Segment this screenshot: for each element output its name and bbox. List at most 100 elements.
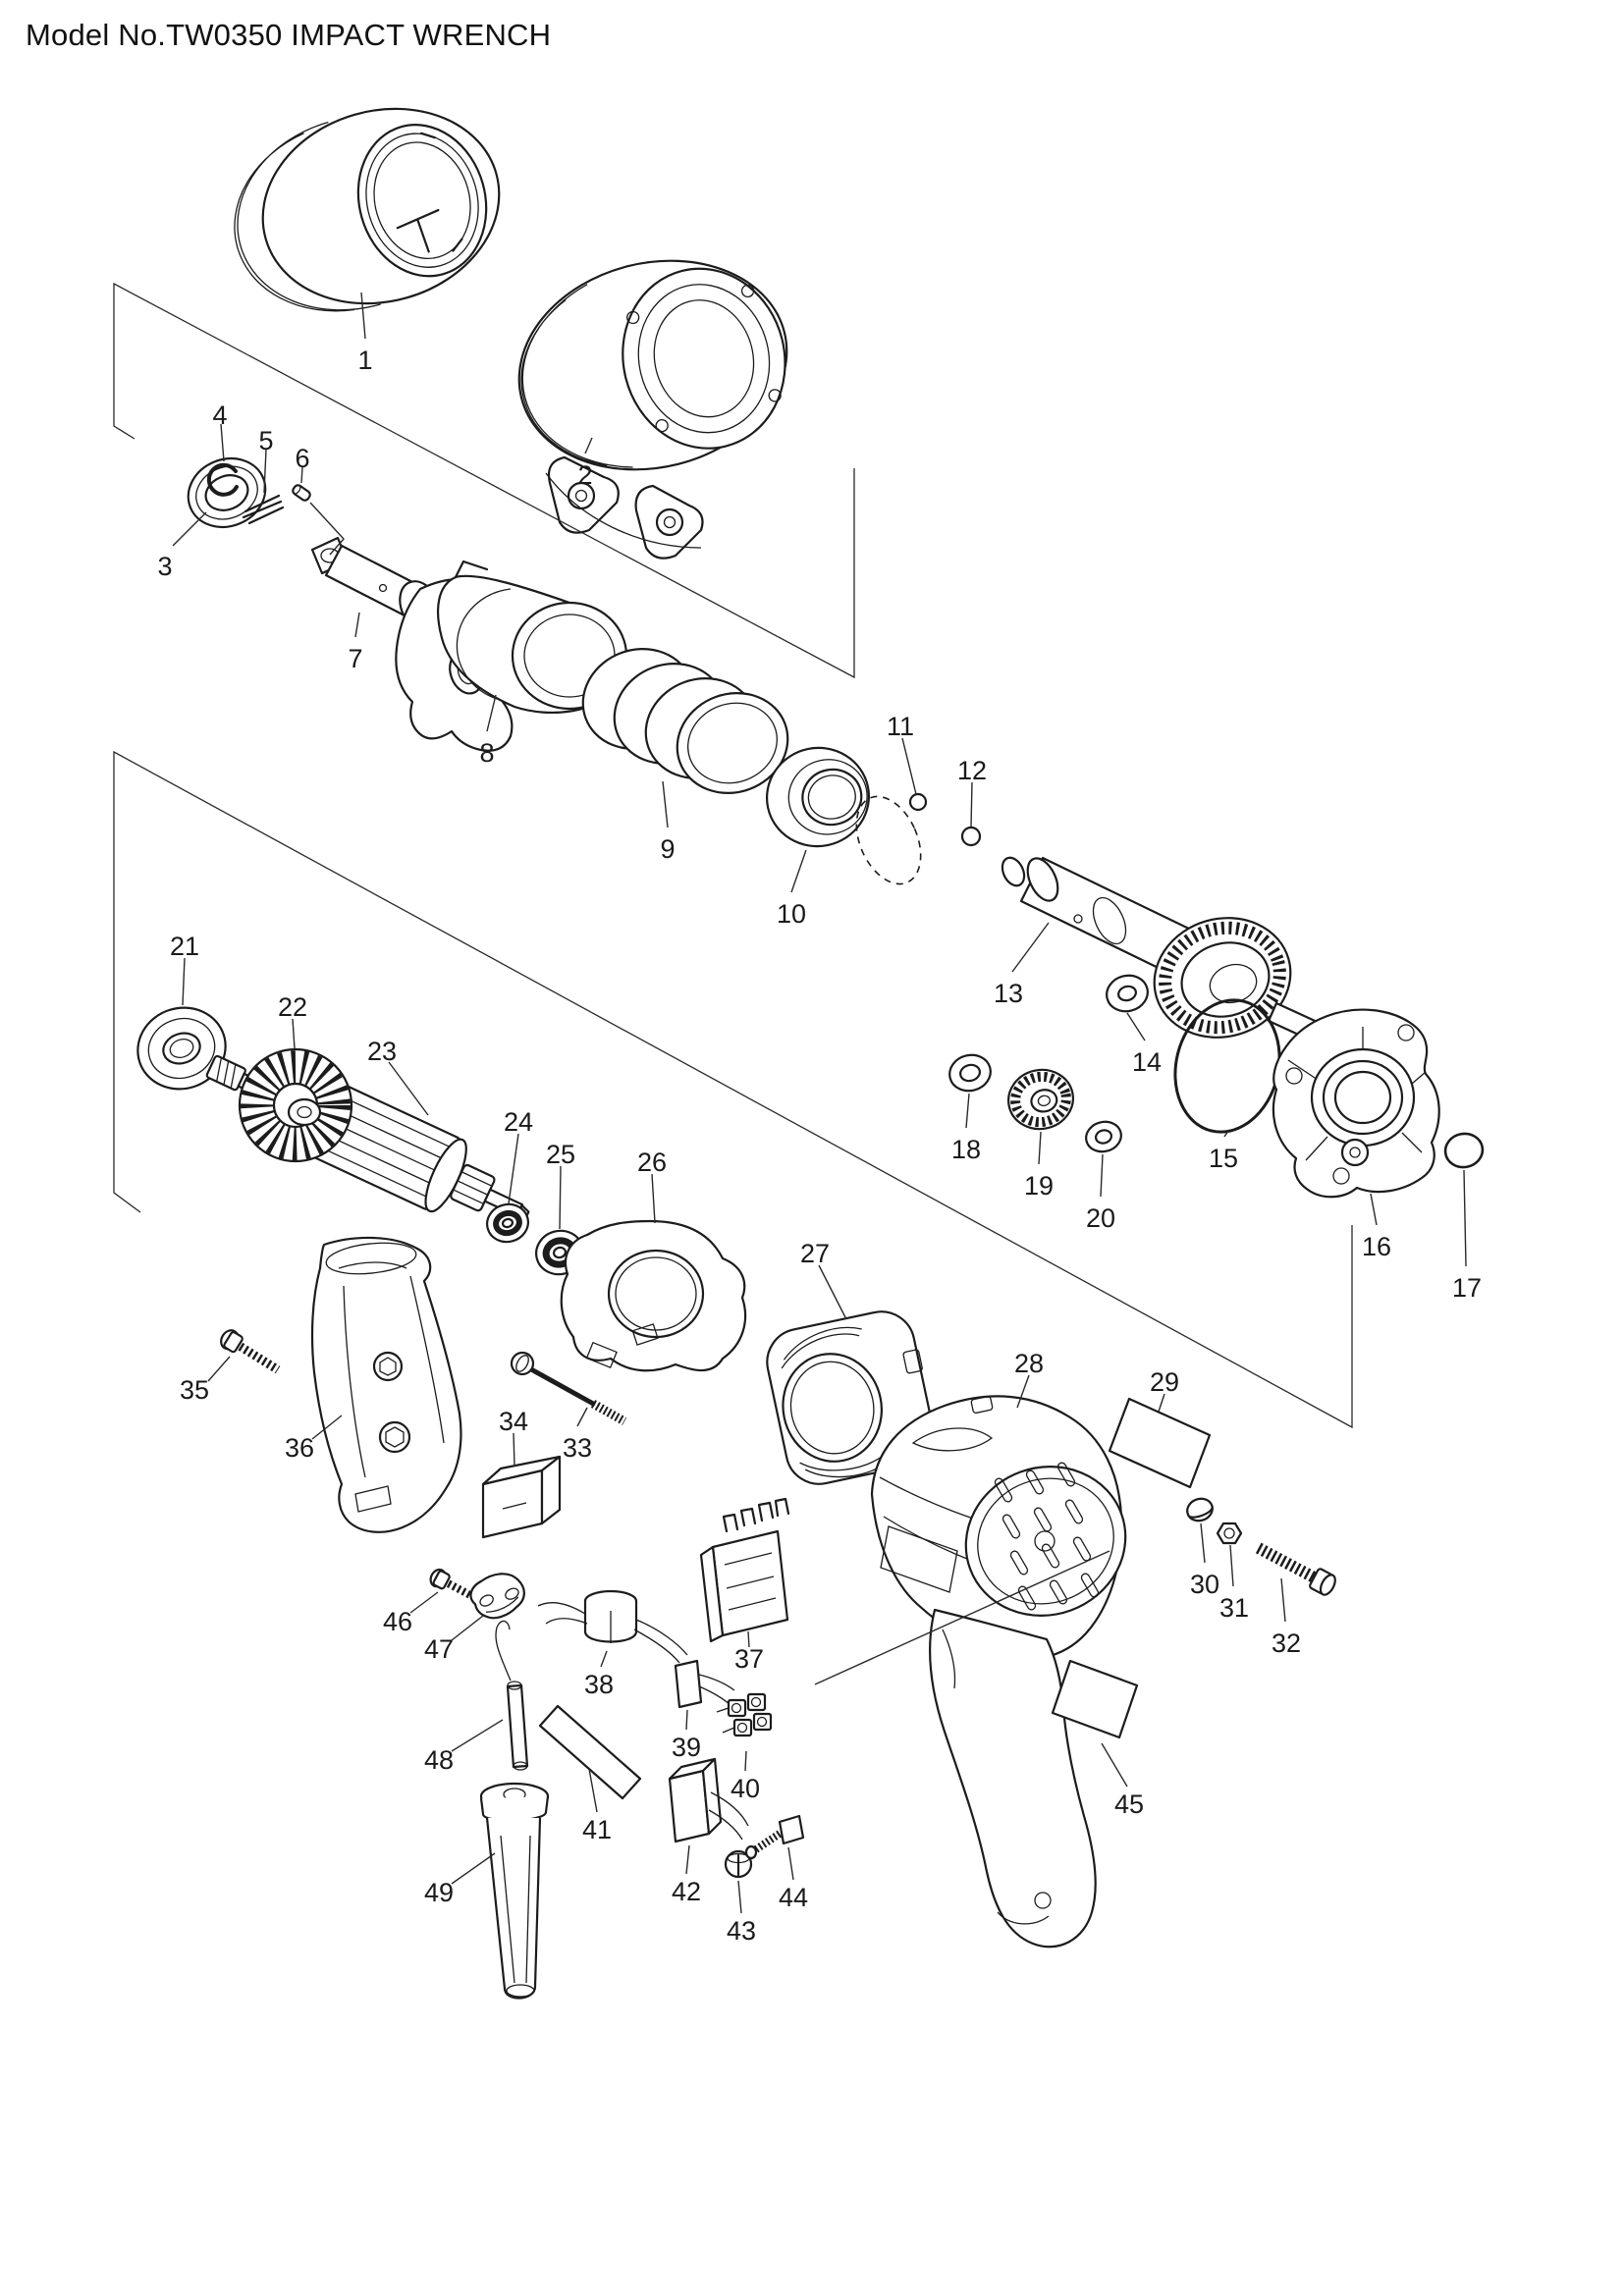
leader-line-12 [970,781,973,828]
part-33-drawing [510,1351,627,1425]
part-label-11: 11 [887,712,914,741]
part-label-1: 1 [357,346,372,375]
leader-line-6 [300,466,303,484]
part-label-24: 24 [504,1107,533,1137]
part-19-drawing [1007,1068,1074,1131]
part-48-drawing [495,1620,529,1771]
leader-line-17 [1463,1169,1467,1267]
group-frame-2 [113,750,1353,1429]
leader-line-37 [747,1630,750,1648]
part-label-22: 22 [278,992,307,1022]
part-label-5: 5 [258,426,273,455]
part-45-drawing [1051,1659,1139,1739]
part-12-drawing [960,826,982,847]
part-label-44: 44 [779,1883,808,1912]
leader-line-47 [451,1615,484,1641]
part-label-17: 17 [1452,1273,1482,1303]
leader-line-33 [576,1407,588,1427]
part-label-16: 16 [1362,1232,1391,1261]
part-label-12: 12 [957,756,987,785]
part-label-41: 41 [582,1815,612,1844]
leader-line-23 [388,1061,429,1116]
part-label-28: 28 [1014,1349,1044,1378]
leader-line-25 [559,1165,562,1230]
leader-line-44 [787,1846,794,1881]
part-40-drawing [716,1692,773,1737]
part-21-drawing [136,1006,227,1091]
leader-line-9 [662,780,669,828]
part-label-35: 35 [180,1375,209,1405]
assembly-line-2 [814,1550,1110,1685]
leader-line-28 [1016,1374,1030,1409]
leader-line-26 [651,1173,656,1224]
part-2-drawing [517,259,788,560]
leader-line-41 [588,1768,598,1813]
part-label-15: 15 [1209,1144,1238,1173]
part-42-drawing [668,1757,749,1843]
part-label-14: 14 [1132,1047,1162,1077]
part-9-drawing [581,648,789,794]
leader-line-19 [1038,1131,1042,1165]
part-49-drawing [479,1782,550,2000]
part-label-31: 31 [1219,1593,1249,1623]
leader-line-27 [818,1264,847,1320]
part-label-21: 21 [170,932,199,961]
part-39-drawing [674,1659,735,1709]
part-13-drawing [1001,856,1330,1045]
part-36-drawing [310,1236,462,1533]
leader-line-22 [292,1018,296,1049]
part-label-43: 43 [727,1916,756,1946]
part-label-33: 33 [563,1433,592,1463]
assembly-line-1 [309,502,345,556]
part-label-45: 45 [1114,1789,1144,1819]
leader-line-4 [220,423,225,462]
part-44-drawing [744,1814,805,1860]
leader-line-11 [901,737,917,795]
leader-line-39 [685,1709,688,1731]
part-label-18: 18 [951,1135,981,1164]
part-label-27: 27 [800,1239,830,1268]
part-label-30: 30 [1190,1570,1219,1599]
leader-line-7 [354,612,360,638]
part-label-32: 32 [1272,1629,1301,1658]
part-6-drawing [292,484,311,502]
part-label-4: 4 [212,400,227,430]
part-label-3: 3 [157,552,172,581]
part-label-8: 8 [479,738,494,768]
leader-line-30 [1200,1522,1206,1564]
leader-line-5 [263,449,267,494]
part-label-2: 2 [577,460,592,490]
part-30-drawing [1186,1497,1214,1522]
part-17-drawing [1443,1132,1485,1169]
part-34-drawing [481,1455,562,1539]
part-label-42: 42 [672,1877,701,1906]
part-20-drawing [1085,1120,1122,1153]
part-5-drawing [242,494,285,525]
part-label-49: 49 [424,1878,454,1907]
part-label-7: 7 [348,644,362,673]
leader-line-45 [1101,1742,1128,1788]
part-label-10: 10 [777,899,806,929]
leader-line-43 [737,1880,742,1914]
leader-line-42 [685,1844,690,1875]
leader-line-40 [744,1750,747,1772]
part-10-drawing [765,746,871,848]
part-11-drawing [855,792,928,885]
labels-and-leaders-layer: 1234567891011121314151617181920212223242… [113,282,1482,1946]
part-label-20: 20 [1086,1203,1115,1233]
leader-line-20 [1100,1153,1104,1198]
leader-line-31 [1229,1544,1234,1587]
part-31-drawing [1216,1522,1243,1545]
part-28-drawing [870,1395,1127,1949]
part-label-34: 34 [499,1407,528,1436]
leader-line-8 [486,694,497,732]
part-label-40: 40 [731,1774,760,1803]
part-18-drawing [948,1053,992,1093]
part-22-drawing [238,1047,353,1163]
part-label-19: 19 [1024,1171,1054,1201]
part-label-39: 39 [672,1733,701,1762]
part-label-9: 9 [660,834,675,864]
leader-line-36 [311,1415,343,1440]
leader-line-32 [1280,1577,1286,1623]
